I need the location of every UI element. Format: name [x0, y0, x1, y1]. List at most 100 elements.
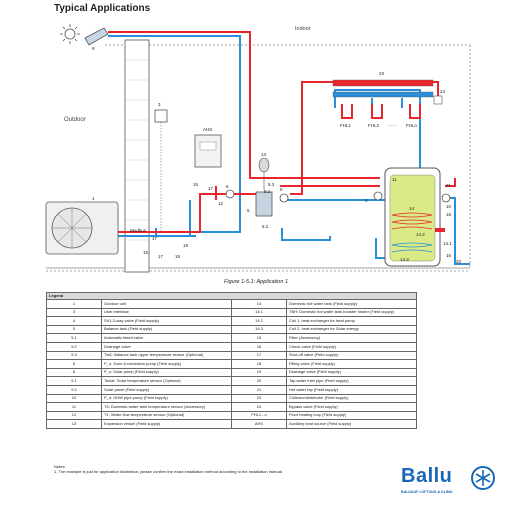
notes-label: Notes:: [54, 464, 66, 469]
num-19: 19: [175, 254, 181, 259]
house-outline: [105, 44, 471, 268]
legend-number: 15: [231, 333, 287, 343]
legend-number: 12: [46, 410, 102, 421]
num-20: 20: [456, 259, 462, 264]
expansion-vessel-icon: [258, 157, 270, 173]
num-13: 13: [261, 152, 267, 157]
legend-description: Tsolar: Solar temperature sensor (Option…: [101, 376, 232, 386]
bypass-valve-icon: [433, 95, 443, 105]
legend-number: 24: [231, 402, 287, 412]
num-10: 10: [446, 204, 452, 209]
collector-return: [332, 91, 434, 98]
legend-description: P_s: Solar pump (Field supply): [101, 367, 232, 378]
legend-number: 5: [46, 324, 102, 335]
num-5-3: 5.3: [268, 182, 275, 187]
legend-number: 21: [231, 384, 287, 395]
dhw-pump-icon: [441, 193, 451, 203]
snowflake-logo-icon: [471, 466, 495, 490]
legend-number: 5.3: [46, 350, 102, 361]
num-14-3: 14.3: [400, 257, 409, 262]
legend-description: Solar panel (Field supply): [101, 384, 232, 395]
legend-description: Balance tank (Field supply): [101, 324, 232, 335]
legend-number: 11: [46, 402, 102, 412]
legend-description: Check valve (Field supply): [286, 341, 417, 352]
legend-description: Domestic hot water tank (Field supply): [286, 299, 417, 309]
legend-description: Shut-off valve (Field supply): [286, 350, 417, 361]
num-17c: 17: [158, 254, 164, 259]
figure-caption: Figure 1-5.1: Application 1: [224, 279, 288, 285]
legend-number: 18: [231, 359, 287, 369]
legend-description: Bypass valve (Field supply): [286, 402, 417, 412]
user-interface-icon: [154, 109, 168, 123]
fhl-dots-label: ······: [388, 123, 397, 128]
legend-description: Coil 2, heat exchanger for Solar energy: [286, 324, 417, 335]
ahs-label: AHS: [203, 127, 212, 132]
brand-tagline: BALDAUF LÜFTUNG & KLIMA: [401, 490, 453, 494]
num-12: 12: [218, 201, 224, 206]
num-16b: 16: [446, 253, 452, 258]
legend-description: Filling valve (Field supply): [286, 359, 417, 369]
legend-number: 16: [231, 341, 287, 352]
legend-description: Expansion vessel (Field supply): [101, 419, 232, 429]
fhln-label: FHLn: [406, 123, 418, 128]
num-6: 6: [226, 184, 229, 189]
brand-logo: Ballu BALDAUF LÜFTUNG & KLIMA: [395, 463, 505, 507]
legend-number: 10: [46, 393, 102, 404]
modbus-label: Modbus: [130, 228, 147, 233]
legend-number: 1: [46, 299, 102, 309]
legend-number: FHL1...n: [231, 410, 287, 421]
legend-number: 23: [231, 393, 287, 404]
legend-description: Coil 1, heat exchanger for heat pump: [286, 316, 417, 326]
legend-number: 3: [46, 307, 102, 318]
legend-header-row: Legend: [46, 292, 417, 300]
brand-name: Ballu: [401, 465, 453, 487]
page-title: Typical Applications: [54, 3, 151, 14]
num-6b: 6: [280, 187, 283, 192]
legend-description: Drainage valve (Field supply): [286, 367, 417, 378]
pump-6-icon: [225, 189, 235, 199]
legend-description: Filter (Accessory): [286, 333, 417, 343]
num-5-2: 5.2: [262, 224, 269, 229]
num-3: 3: [158, 102, 161, 107]
legend-description: P_o: Zone A circulation pump (Field supp…: [101, 359, 232, 369]
legend-number: AHS: [231, 419, 287, 429]
num-5-1: 5.1: [264, 189, 271, 194]
legend-number: 19: [231, 367, 287, 378]
num-21: 21: [446, 183, 452, 188]
num-24: 24: [440, 89, 446, 94]
solar-pump-icon: [373, 191, 383, 201]
dhw-tank-inner: [389, 174, 436, 262]
legend-number: 9.1: [46, 376, 102, 386]
num-23: 23: [379, 71, 385, 76]
legend-number: 17: [231, 350, 287, 361]
ground: [46, 267, 470, 272]
num-5: 5: [247, 208, 250, 213]
num-14-1: 14.1: [443, 241, 452, 246]
legend-number: 4: [46, 316, 102, 326]
num-11: 11: [392, 177, 397, 182]
legend-number: 5.1: [46, 333, 102, 343]
num-18: 18: [183, 243, 189, 248]
legend-number: 14.2: [231, 316, 287, 326]
balance-tank-icon: [255, 191, 273, 217]
legend-description: Outdoor unit: [101, 299, 232, 309]
legend-description: Floor heating loop (Field supply): [286, 410, 417, 421]
num-15b: 15: [143, 250, 149, 255]
legend-description: Collector/distributor (Field supply): [286, 393, 417, 404]
num-17a: 17: [208, 186, 214, 191]
collector-distributor: [332, 79, 434, 87]
